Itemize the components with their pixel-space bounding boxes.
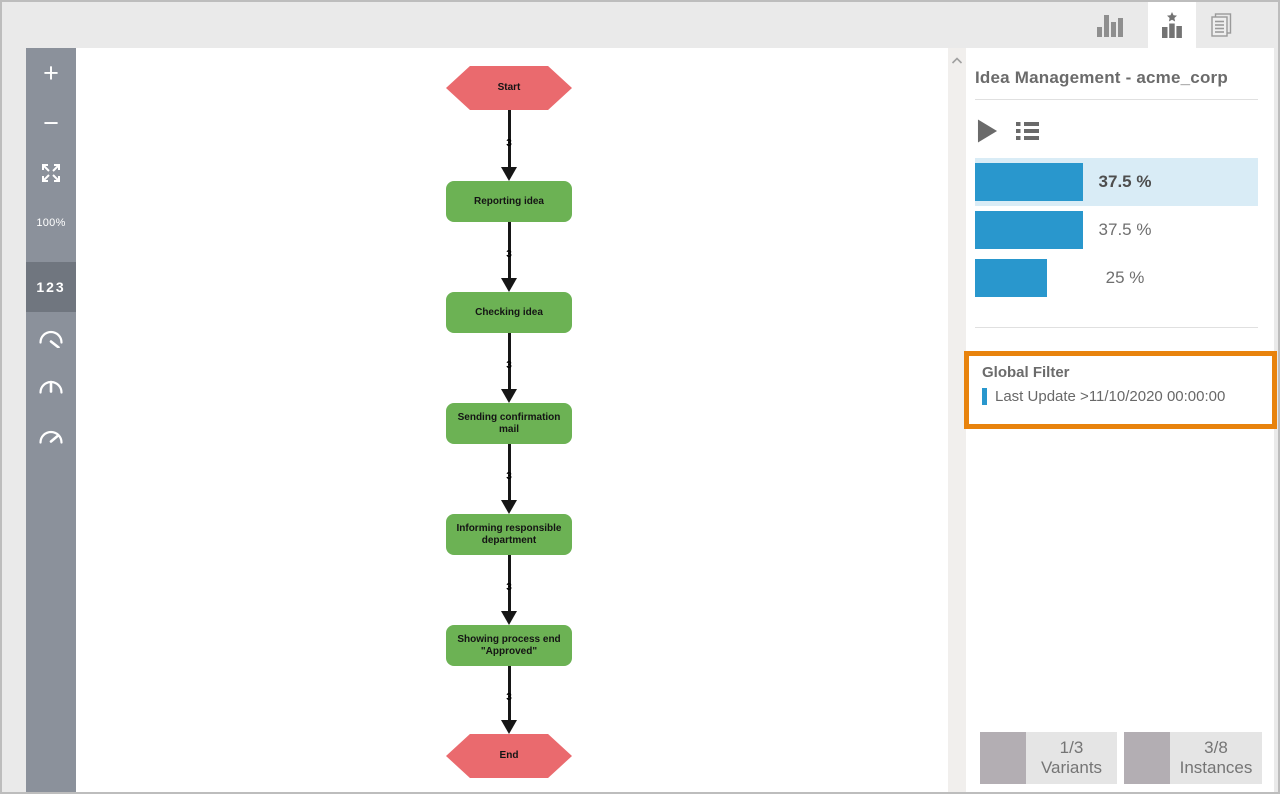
flow-edge: [507, 110, 511, 168]
variant-actions: [977, 117, 1258, 145]
diagram-toolbar: + − 100% 123: [26, 48, 76, 792]
zoom-out-button[interactable]: −: [43, 107, 59, 138]
variant-bar: [975, 163, 1083, 201]
panel-title: Idea Management - acme_corp: [975, 68, 1228, 87]
variant-bar: [975, 211, 1083, 249]
process-node[interactable]: End: [446, 734, 572, 778]
bar-chart-icon: [1097, 15, 1123, 37]
stat-badge-swatch: [1124, 732, 1170, 784]
frequency-numbers-button[interactable]: 123: [26, 262, 76, 312]
global-filter-heading: Global Filter: [982, 364, 1070, 381]
flow-edge-arrow-icon: [501, 278, 517, 292]
star-bars-icon: [1162, 12, 1182, 38]
flow-edge-arrow-icon: [501, 611, 517, 625]
flow-edge-label: 3: [506, 249, 512, 260]
variant-list-icon[interactable]: [1016, 121, 1040, 141]
top-bar: [2, 2, 1278, 48]
variant-bars: 37.5 % 37.5 % 25 %: [975, 158, 1258, 302]
tab-variants[interactable]: [1148, 2, 1196, 48]
flow-edge: [507, 444, 511, 501]
flow-edge-arrow-icon: [501, 389, 517, 403]
flow-edge: [507, 222, 511, 279]
flow-edge-label: 3: [506, 137, 512, 149]
documents-icon: [1211, 13, 1232, 37]
process-node[interactable]: Sending confirmation mail: [446, 403, 572, 444]
flow-edge-arrow-icon: [501, 167, 517, 181]
flow-edge-label: 3: [506, 471, 512, 482]
filter-chip-icon: [982, 388, 987, 405]
global-filter-item: Last Update >11/10/2020 00:00:00: [982, 388, 1266, 405]
global-filter-box: Global Filter Last Update >11/10/2020 00…: [964, 351, 1277, 429]
variant-bar: [975, 259, 1047, 297]
zoom-in-button[interactable]: +: [43, 57, 59, 88]
process-node-label: Sending confirmation mail: [457, 411, 561, 435]
variant-row[interactable]: 37.5 %: [975, 158, 1258, 206]
variant-percent-label: 37.5 %: [1098, 172, 1152, 191]
flow-edge-arrow-icon: [501, 720, 517, 734]
stat-count: 1/3: [1059, 738, 1084, 757]
process-node-label: Start: [497, 82, 521, 93]
global-filter-label: Last Update >11/10/2020 00:00:00: [995, 388, 1226, 405]
stat-count: 3/8: [1204, 738, 1228, 757]
process-node-label: Informing responsible department: [456, 522, 562, 546]
fit-screen-icon: [42, 164, 60, 182]
process-node-label: Reporting idea: [473, 195, 544, 207]
divider: [975, 327, 1258, 328]
variant-row[interactable]: 25 %: [975, 254, 1258, 302]
flow-edge: [507, 555, 511, 612]
divider: [975, 99, 1258, 100]
variants-panel: Idea Management - acme_corp 37.5 %37.5 %…: [964, 48, 1277, 792]
process-node[interactable]: Reporting idea: [446, 181, 572, 222]
tab-log[interactable]: [1196, 2, 1244, 48]
gauge-slow-icon[interactable]: [26, 312, 76, 362]
stat-label: Instances: [1179, 758, 1253, 777]
scroll-up-icon: [951, 57, 963, 64]
process-node[interactable]: Informing responsible department: [446, 514, 572, 555]
flow-edge-arrow-icon: [501, 500, 517, 514]
flow-edge: [507, 333, 511, 390]
flow-edge-label: 3: [506, 692, 512, 703]
stat-badge-swatch: [980, 732, 1026, 784]
process-node-label: Checking idea: [475, 306, 543, 318]
tab-frequency-chart[interactable]: [1086, 2, 1134, 48]
flow-edge-label: 3: [506, 360, 512, 371]
process-node[interactable]: Checking idea: [446, 292, 572, 333]
stat-label: Variants: [1040, 758, 1103, 777]
process-node-label: Showing process end "Approved": [457, 633, 561, 657]
process-node[interactable]: Start: [446, 66, 572, 110]
view-tabs: [1086, 2, 1244, 48]
zoom-level-indicator[interactable]: 100%: [36, 217, 66, 229]
flow-edge: [507, 666, 511, 721]
play-icon[interactable]: [977, 118, 998, 144]
fit-screen-button[interactable]: [26, 148, 76, 198]
process-node[interactable]: Showing process end "Approved": [446, 625, 572, 666]
gauge-medium-icon[interactable]: [26, 362, 76, 412]
variant-row[interactable]: 37.5 %: [975, 206, 1258, 254]
gauge-fast-icon[interactable]: [26, 412, 76, 462]
variant-percent-label: 37.5 %: [1098, 220, 1152, 239]
process-node-label: End: [499, 750, 519, 761]
variant-percent-label: 25 %: [1105, 268, 1145, 287]
canvas-scrollbar[interactable]: [948, 48, 966, 792]
flow-edge-label: 3: [506, 582, 512, 593]
